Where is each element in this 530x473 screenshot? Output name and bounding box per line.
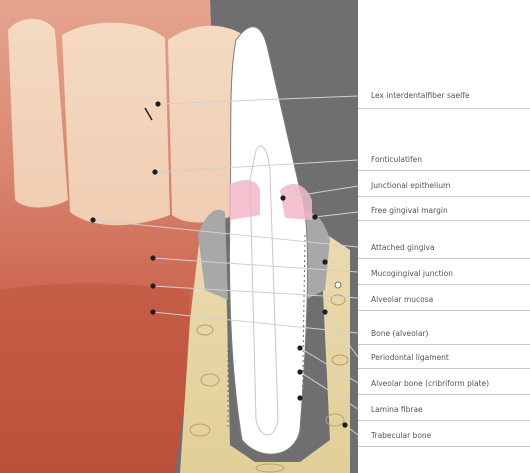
label-free-gingival-margin: Free gingival margin (371, 206, 448, 216)
label-interdental-fiber: Lex interdentalfiber saelfe (371, 91, 469, 101)
label-rule (358, 258, 530, 259)
label-rule (358, 394, 530, 395)
label-lamina-fibrae: Lamina fibrae (371, 405, 423, 415)
label-rule (358, 446, 530, 447)
label-alveolar-bone: Bone (alveolar) (371, 329, 428, 339)
alveolar-mucosa-region (0, 283, 190, 473)
tooth-crown-center (62, 23, 170, 226)
label-mucogingival-junction: Mucogingival junction (371, 269, 453, 279)
cementoenamel-region (228, 180, 260, 220)
label-trabecular-bone: Trabecular bone (371, 431, 431, 441)
label-rule (358, 196, 530, 197)
open-marker (335, 282, 341, 288)
label-rule (358, 284, 530, 285)
label-junctional-epithelium: Junctional epithelium (371, 181, 450, 191)
label-cribriform-plate: Alveolar bone (cribriform plate) (371, 379, 489, 389)
label-alveolar-mucosa: Alveolar mucosa (371, 295, 433, 305)
label-fonticulatifen: Fonticulatifen (371, 155, 422, 165)
label-rule (358, 420, 530, 421)
label-rule (358, 170, 530, 171)
label-rule (358, 310, 530, 311)
label-rule (358, 344, 530, 345)
label-rule (358, 220, 530, 221)
label-periodontal-ligament: Periodontal ligament (371, 353, 449, 363)
label-rule (358, 368, 530, 369)
label-attached-gingiva: Attached gingiva (371, 243, 435, 253)
label-rule (358, 108, 530, 109)
